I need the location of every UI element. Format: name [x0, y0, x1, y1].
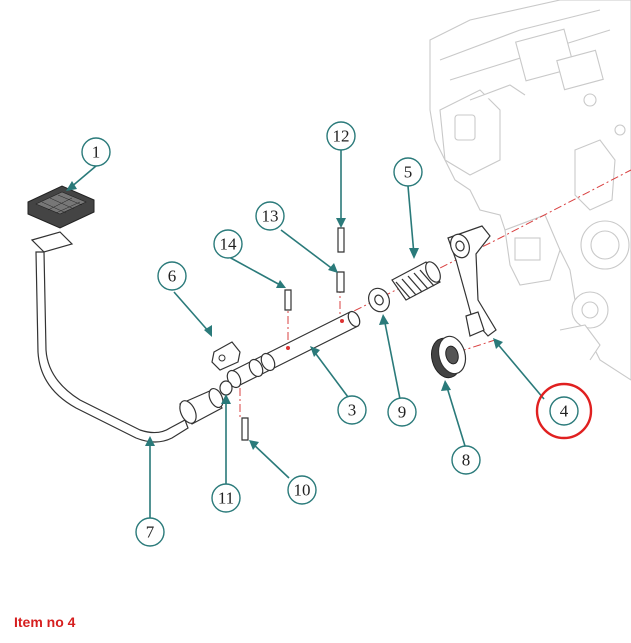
callout-5: 5 [393, 157, 423, 187]
callout-label: 4 [560, 402, 569, 421]
callout-label: 10 [294, 481, 311, 500]
long-pin [337, 227, 345, 253]
callout-label: 7 [146, 523, 155, 542]
pedal-arm [30, 231, 224, 443]
callout-7: 7 [135, 517, 165, 547]
callout-10: 10 [287, 475, 317, 505]
callout-label: 3 [348, 401, 357, 420]
pin-14 [284, 289, 292, 311]
callout-label: 8 [462, 451, 471, 470]
callout-3: 3 [337, 395, 367, 425]
bracket-clip [211, 341, 241, 371]
callout-label: 5 [404, 163, 413, 182]
highlight-ring [535, 382, 593, 440]
spring [391, 261, 441, 301]
release-bearing [431, 335, 467, 379]
callout-4: 4 [549, 396, 579, 426]
callout-9: 9 [387, 397, 417, 427]
flat-washer [368, 287, 390, 313]
fork-lever [447, 225, 497, 337]
callout-13: 13 [255, 201, 285, 231]
pedal-pad [27, 185, 95, 229]
callout-11: 11 [211, 483, 241, 513]
callout-1: 1 [81, 137, 111, 167]
callout-8: 8 [451, 445, 481, 475]
callout-label: 9 [398, 403, 407, 422]
exploded-parts-diagram: 1 5 6 14 13 12 3 9 4 8 10 11 [27, 0, 631, 547]
callout-label: 11 [218, 489, 234, 508]
roll-pin [336, 271, 345, 293]
callout-label: 13 [262, 207, 279, 226]
callout-label: 12 [333, 127, 350, 146]
callout-12: 12 [326, 121, 356, 151]
callout-6: 6 [157, 261, 187, 291]
callout-label: 14 [220, 235, 238, 254]
callout-label: 6 [168, 267, 177, 286]
small-washer [219, 380, 233, 396]
item-caption: Item no 4 [14, 614, 76, 630]
transmission-housing [429, 0, 631, 381]
lower-pin [241, 417, 249, 441]
callout-label: 1 [92, 143, 101, 162]
leader-lines [66, 150, 545, 518]
callout-14: 14 [213, 229, 243, 259]
shaft [226, 310, 361, 389]
